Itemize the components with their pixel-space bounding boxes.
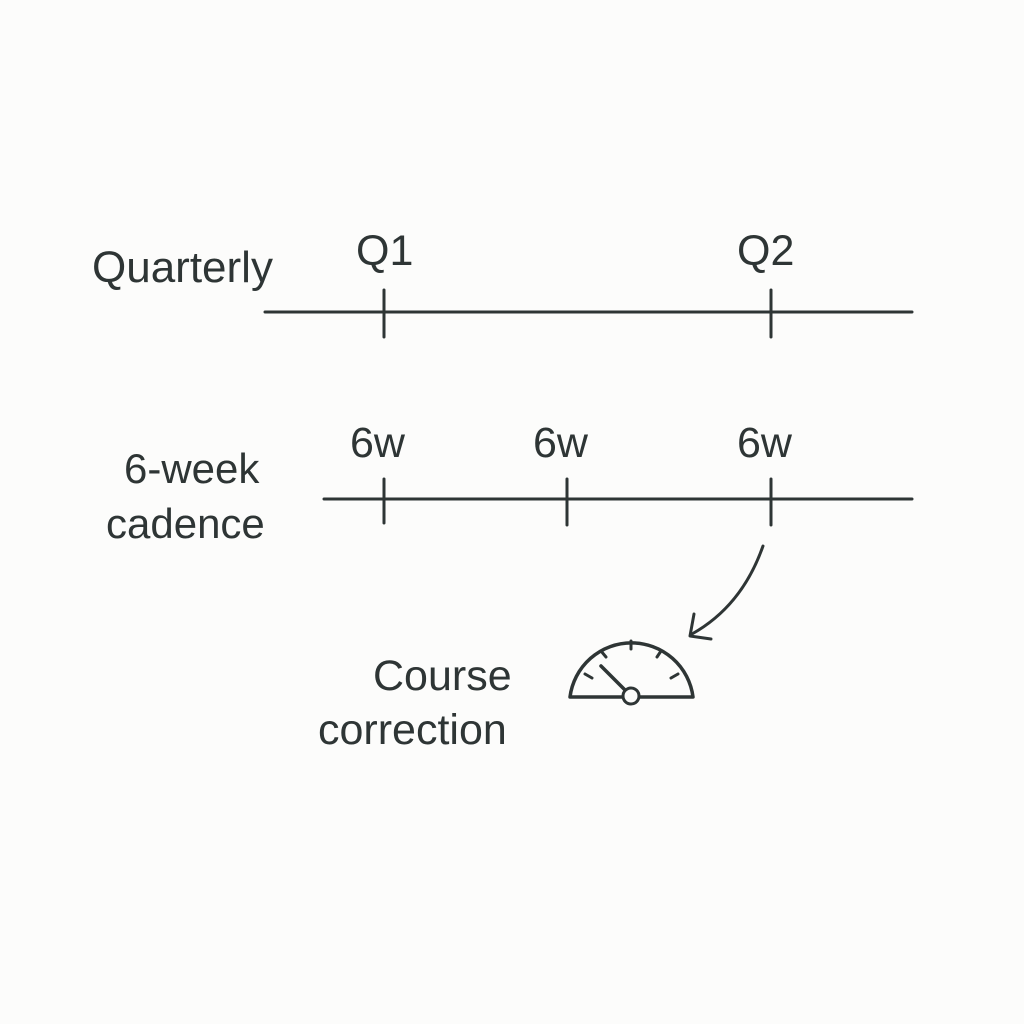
quarterly-timeline xyxy=(263,288,914,339)
gauge-outline xyxy=(568,641,695,699)
gauge-tick xyxy=(583,672,594,680)
curved-arrow-icon xyxy=(688,544,765,641)
speedometer-gauge-icon xyxy=(568,639,695,706)
callout-label-line1: Course xyxy=(373,652,512,700)
gauge-tick xyxy=(669,672,680,680)
cadence-timeline xyxy=(322,477,914,527)
gauge-hub xyxy=(621,686,641,706)
cadence-label-line2: cadence xyxy=(106,500,265,547)
arrow-head xyxy=(688,612,713,641)
arrow-shaft xyxy=(690,544,765,636)
quarterly-tick-label-q1: Q1 xyxy=(356,227,414,275)
callout-label-line2: correction xyxy=(318,706,507,754)
gauge-tick xyxy=(599,649,608,659)
gauge-needle xyxy=(599,664,628,693)
cadence-tick-label-1: 6w xyxy=(350,419,405,467)
cadence-label-line1: 6-week xyxy=(124,445,260,492)
gauge-tick xyxy=(655,649,663,659)
cadence-tick-label-3: 6w xyxy=(737,419,792,467)
quarterly-tick-label-q2: Q2 xyxy=(737,227,795,275)
quarterly-label: Quarterly xyxy=(92,243,273,292)
cadence-tick-label-2: 6w xyxy=(533,419,588,467)
